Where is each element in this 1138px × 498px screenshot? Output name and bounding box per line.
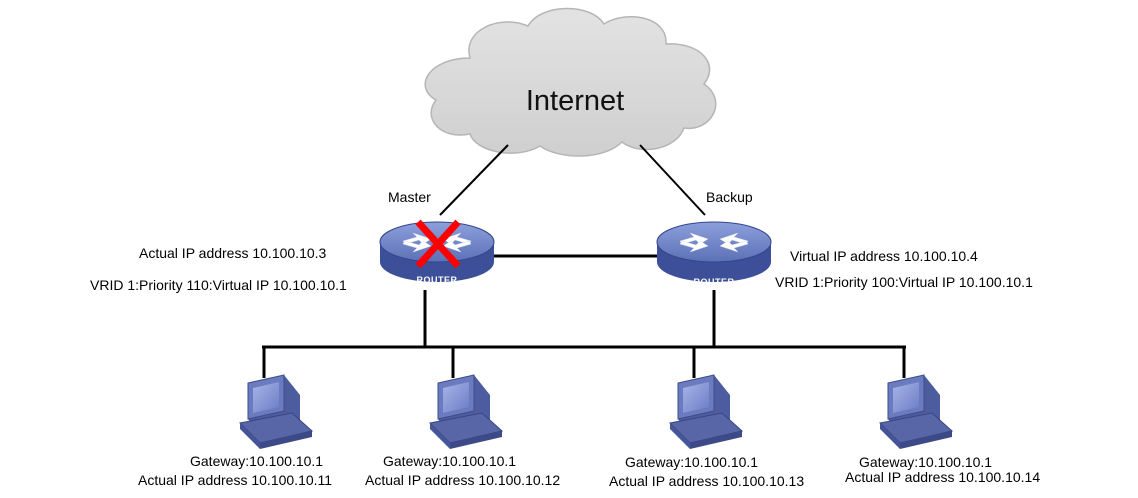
host-4 bbox=[879, 374, 953, 450]
host-2-gateway: Gateway:10.100.10.1 bbox=[383, 453, 516, 469]
red-x-icon bbox=[415, 219, 461, 269]
internet-label: Internet bbox=[526, 85, 624, 117]
internet-cloud: Internet bbox=[424, 7, 717, 157]
host-4-ip: Actual IP address 10.100.10.14 bbox=[845, 469, 1040, 485]
host-1 bbox=[239, 374, 313, 450]
computer-icon bbox=[239, 374, 313, 450]
host-1-ip: Actual IP address 10.100.10.11 bbox=[138, 472, 332, 488]
router-icon bbox=[379, 221, 495, 283]
master-internet-link bbox=[439, 144, 509, 216]
backup-role-label: Backup bbox=[706, 189, 753, 205]
host-3-gateway: Gateway:10.100.10.1 bbox=[625, 454, 758, 470]
computer-icon bbox=[879, 374, 953, 450]
computer-icon bbox=[429, 374, 503, 450]
computer-icon bbox=[669, 374, 743, 450]
backup-router-text: ROUTER bbox=[694, 277, 735, 287]
master-router-text: ROUTER bbox=[417, 275, 458, 285]
backup-internet-link bbox=[639, 144, 706, 216]
host-2 bbox=[429, 374, 503, 450]
backup-router: ROUTER bbox=[656, 221, 772, 287]
master-router: ROUTER bbox=[379, 219, 495, 285]
host-2-ip: Actual IP address 10.100.10.12 bbox=[365, 472, 560, 488]
host-3-ip: Actual IP address 10.100.10.13 bbox=[609, 473, 804, 489]
backup-vrid: VRID 1:Priority 100:Virtual IP 10.100.10… bbox=[775, 274, 1033, 290]
host-3 bbox=[669, 374, 743, 450]
backup-virtual-ip: Virtual IP address 10.100.10.4 bbox=[790, 248, 978, 264]
host-1-gateway: Gateway:10.100.10.1 bbox=[190, 453, 323, 469]
master-role-label: Master bbox=[388, 189, 431, 205]
master-actual-ip: Actual IP address 10.100.10.3 bbox=[139, 245, 327, 261]
router-icon bbox=[656, 221, 772, 283]
host-4-gateway: Gateway:10.100.10.1 bbox=[859, 454, 992, 470]
master-vrid: VRID 1:Priority 110:Virtual IP 10.100.10… bbox=[90, 277, 347, 293]
